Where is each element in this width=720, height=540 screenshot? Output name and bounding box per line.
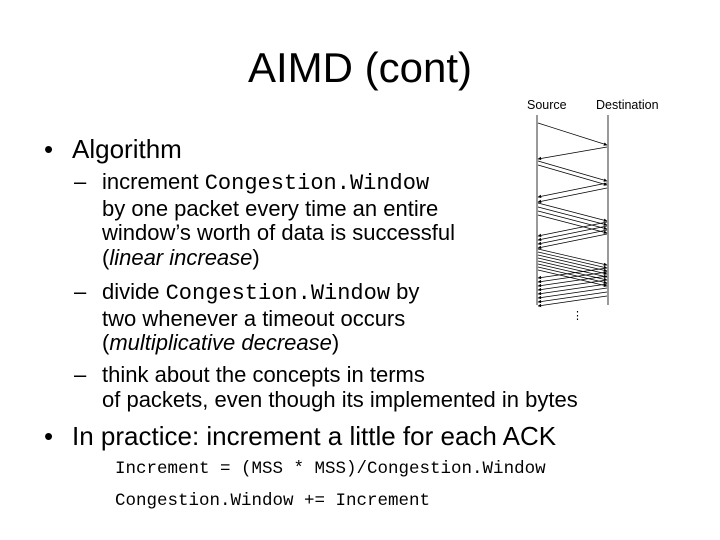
ack-arrow [537,229,608,246]
paren-open: ( [102,330,110,355]
dash-glyph: – [74,279,87,304]
data-packet-arrow [537,210,608,230]
bullet-algorithm: • Algorithm [44,134,182,164]
code-line-update: Congestion.Window += Increment [115,491,431,511]
data-packet-arrow [537,266,608,284]
bullet-glyph: • [44,421,54,451]
data-packet-arrow [537,122,608,146]
think-line1: think about the concepts in terms [102,362,425,387]
destination-label: Destination [596,98,659,112]
paren-open: ( [102,244,110,270]
bullet-in-practice: • In practice: increment a little for ea… [44,421,557,451]
ack-arrow [537,221,608,238]
sub-bullet-increment: – increment Congestion.Window by one pac… [74,169,455,270]
ack-arrow [537,291,608,304]
ack-arrow [537,295,608,308]
divide-code: Congestion.Window [165,281,391,306]
ack-arrow [537,271,608,284]
ack-arrow [537,267,608,280]
data-packet-arrow [537,164,608,186]
ack-arrow [537,283,608,296]
bullet-practice-text: In practice: increment a little for each… [72,421,557,451]
dash-glyph: – [74,362,87,387]
paren-close: ) [331,330,340,355]
source-label: Source [527,98,567,112]
ack-arrow [537,275,608,288]
divide-line2: two whenever a timeout occurs [102,305,406,331]
ack-arrow [537,287,608,300]
ack-arrow [537,182,608,199]
data-packet-arrow [537,160,608,182]
data-packet-arrow [537,260,608,278]
think-line2: of packets, even though its implemented … [102,386,578,412]
timeline-ellipsis: ⋮ [572,310,583,322]
bullet-glyph: • [44,134,54,164]
slide-title: AIMD (cont) [247,44,473,91]
data-packet-arrow [537,269,608,287]
sub-bullet-think: – think about the concepts in terms of p… [74,362,578,412]
data-packet-arrow [537,202,608,222]
ack-arrow [537,187,608,204]
increment-prefix: increment [102,169,205,194]
bullet-algorithm-text: Algorithm [72,134,182,164]
paren-close: ) [252,244,260,270]
divide-prefix: divide [102,279,166,304]
increment-line3: window’s worth of data is successful [102,220,455,245]
data-packet-arrow [537,206,608,226]
increment-code: Congestion.Window [204,171,430,196]
increment-line2: by one packet every time an entire [102,195,439,221]
divide-suffix: by [390,279,420,304]
ack-arrow [537,233,608,250]
multiplicative-decrease-text: multiplicative decrease [109,330,332,355]
data-packet-arrow [537,251,608,269]
data-packet-arrow [537,254,608,272]
data-packet-arrow [537,257,608,275]
data-packet-arrow [537,214,608,234]
ack-arrow [537,146,608,161]
ack-arrow [537,279,608,292]
ack-arrow [537,225,608,242]
sub-bullet-divide: – divide Congestion.Window by two whenev… [74,279,420,356]
code-line-increment: Increment = (MSS * MSS)/Congestion.Windo… [115,459,546,479]
linear-increase-text: linear increase [109,244,253,270]
dash-glyph: – [74,169,87,194]
data-packet-arrow [537,248,608,266]
